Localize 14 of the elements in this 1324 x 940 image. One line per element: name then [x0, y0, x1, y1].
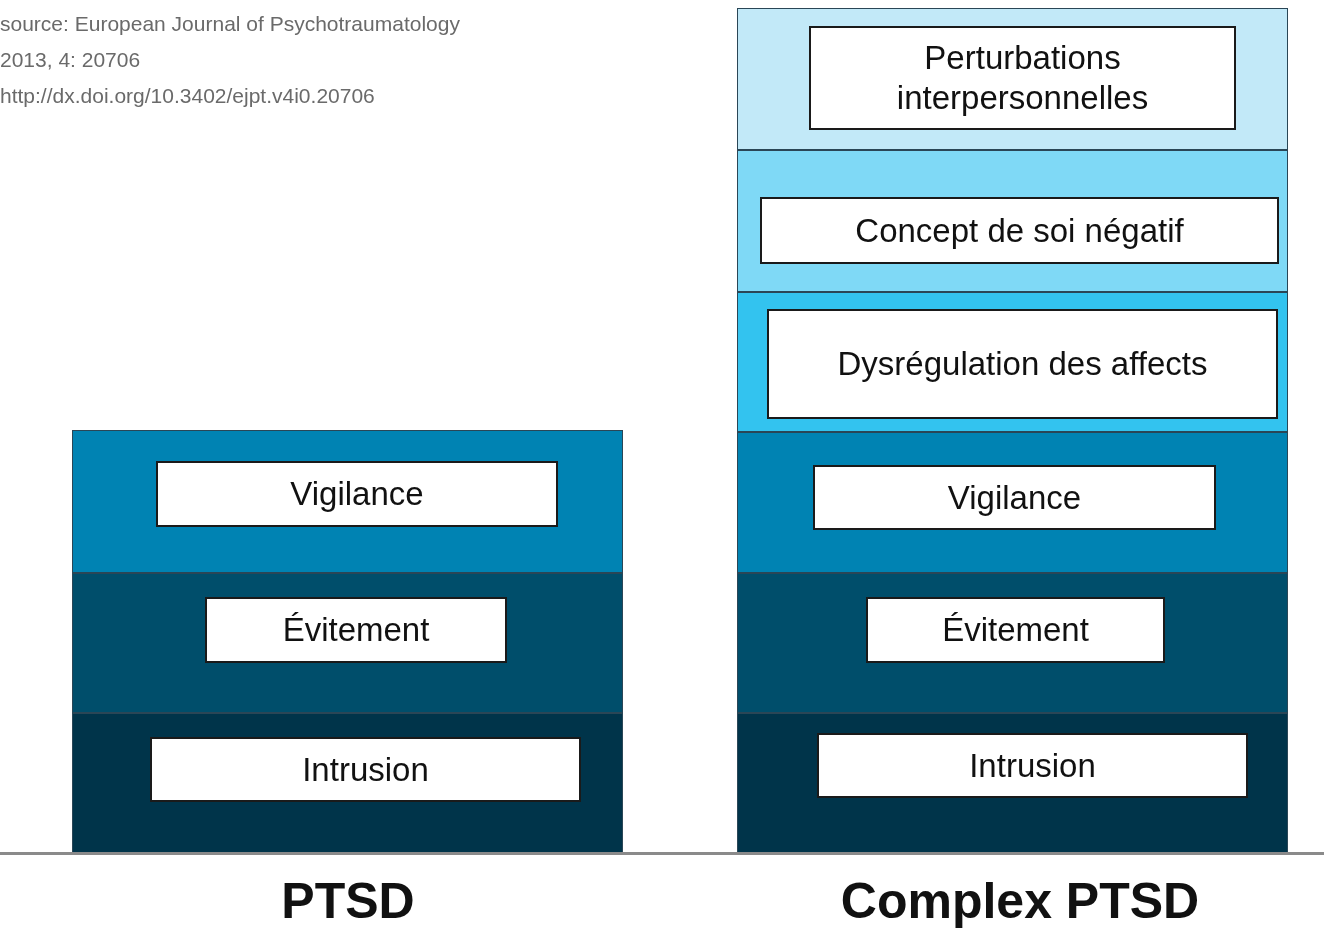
source-text: http://dx.doi.org/10.3402/ejpt.v4i0.20706 — [0, 84, 375, 108]
column-label: Complex PTSD — [839, 872, 1201, 930]
symptom-box: Intrusion — [150, 737, 581, 802]
source-text: 2013, 4: 20706 — [0, 48, 141, 72]
symptom-box: Évitement — [866, 597, 1165, 663]
symptom-box: Dysrégulation des affects — [767, 309, 1278, 419]
symptom-box: Évitement — [205, 597, 507, 663]
symptom-box: Vigilance — [156, 461, 558, 527]
symptom-box: Intrusion — [817, 733, 1248, 798]
source-text: source: European Journal of Psychotraumatology — [0, 12, 460, 36]
symptom-box: Concept de soi négatif — [760, 197, 1279, 264]
symptom-box: Vigilance — [813, 465, 1216, 530]
symptom-box: Perturbations interpersonnelles — [809, 26, 1236, 130]
column-label: PTSD — [280, 872, 416, 930]
